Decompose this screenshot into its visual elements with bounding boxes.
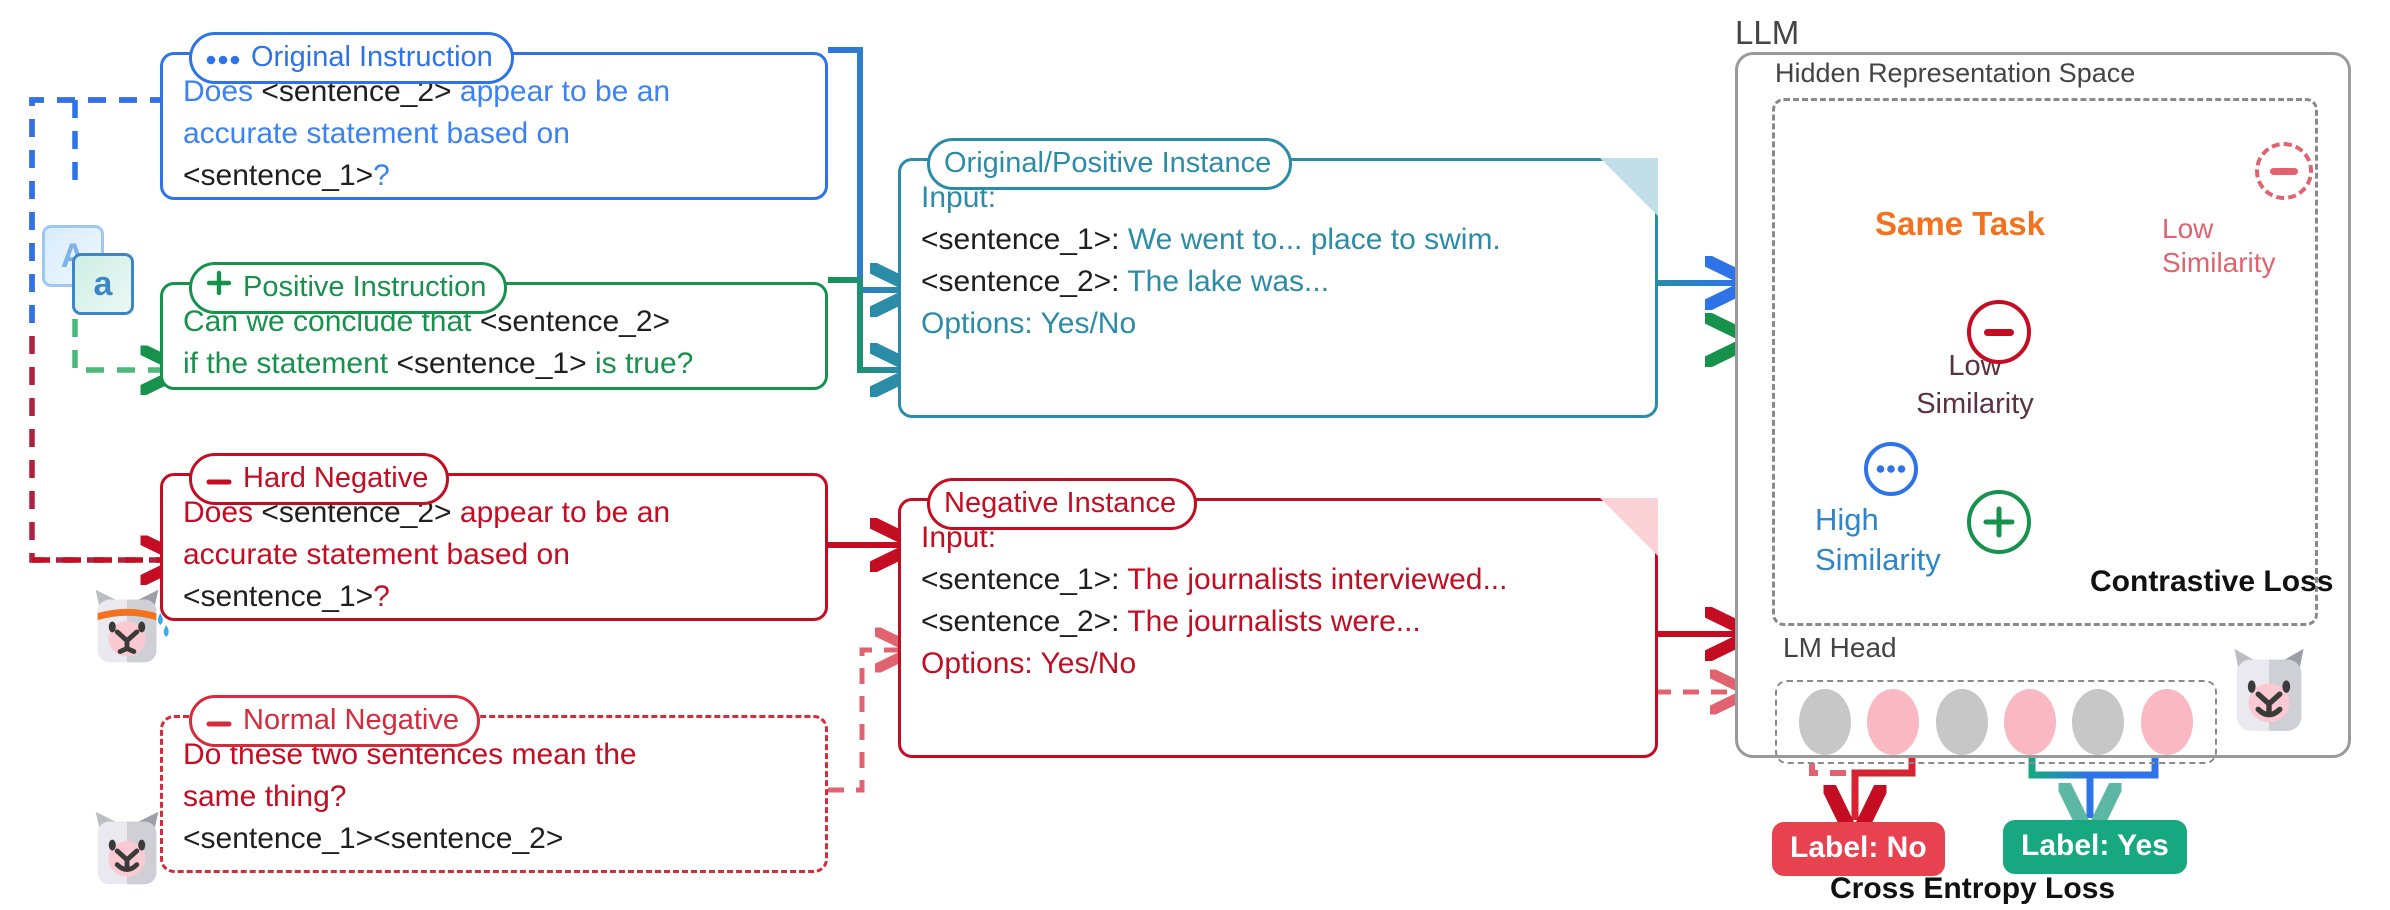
label-no-badge[interactable]: Label: No: [1772, 822, 1945, 876]
low-sim-outer-l2: Similarity: [2162, 247, 2276, 278]
nins-slot-s2: <sentence_2>:: [921, 605, 1120, 638]
arrow-instance-to-llm-blue: [1652, 283, 1735, 290]
hn-line2: accurate statement based on: [183, 538, 570, 571]
label-positive-instruction: Positive Instruction: [243, 271, 487, 303]
node-normal-negative: [2255, 142, 2313, 200]
node-negative: [1967, 300, 2031, 364]
llm-panel: [1735, 52, 2351, 758]
letter-a-lower-icon: a: [72, 253, 134, 315]
minus-icon: [206, 459, 232, 497]
hn-line3b: ?: [373, 580, 390, 613]
text-negative-instance: Input: <sentence_1>: The journalists int…: [901, 501, 1655, 699]
pins-slot-s1: <sentence_1>:: [921, 223, 1120, 256]
contrastive-loss-label: Contrastive Loss: [2090, 565, 2334, 598]
text-positive-instance: Input: <sentence_1>: We went to... place…: [901, 161, 1655, 359]
text-hard-negative: Does <sentence_2> appear to be an accura…: [163, 476, 825, 632]
high-sim-l1: High: [1815, 502, 1879, 537]
lm-head-token-5: [2140, 689, 2193, 755]
high-sim-l2: Similarity: [1815, 542, 1941, 577]
nn-line2: same thing?: [183, 780, 347, 813]
card-title-hard-negative: Hard Negative: [189, 453, 450, 505]
label-negative-instance: Negative Instance: [944, 487, 1177, 519]
card-positive-instance[interactable]: Original/Positive Instance Input: <sente…: [898, 138, 1658, 418]
card-positive-instruction[interactable]: Positive Instruction Can we conclude tha…: [160, 262, 828, 390]
plus-icon: [206, 268, 232, 306]
lm-head-token-0: [1799, 689, 1852, 755]
llama-calm-icon: [95, 811, 159, 885]
llm-title: LLM: [1735, 14, 1800, 51]
card-title-positive-instruction: Positive Instruction: [189, 262, 508, 314]
high-similarity-label: High Similarity: [1815, 500, 1941, 580]
dots-icon: [206, 38, 240, 76]
hidden-representation-space: [1772, 98, 2318, 626]
lm-head-token-3: [2004, 689, 2057, 755]
llama-llm-icon: [2234, 648, 2304, 731]
source-branch-connectors: [29, 97, 168, 560]
pins-options: Options: Yes/No: [921, 307, 1137, 340]
card-title-positive-instance: Original/Positive Instance: [927, 138, 1293, 190]
arrow-positive-to-instance: [828, 277, 900, 370]
minus-icon: [206, 701, 232, 739]
low-similarity-inner-label: Low Similarity: [1895, 347, 2055, 423]
card-title-normal-negative: Normal Negative: [189, 695, 480, 747]
dots-icon: [1876, 465, 1906, 473]
text-positive-instruction: Can we conclude that <sentence_2> if the…: [163, 285, 825, 399]
lm-head-token-2: [1935, 689, 1988, 755]
oi-line3b: ?: [373, 159, 390, 192]
card-title-original-instruction: Original Instruction: [189, 32, 514, 84]
pins-slot-s2: <sentence_2>:: [921, 265, 1120, 298]
card-hard-negative[interactable]: Hard Negative Does <sentence_2> appear t…: [160, 453, 828, 621]
label-positive-instance: Original/Positive Instance: [944, 147, 1272, 179]
pi-line2a: if the statement: [183, 347, 397, 380]
cross-entropy-loss-label: Cross Entropy Loss: [1830, 872, 2116, 905]
label-original-instruction: Original Instruction: [251, 41, 493, 73]
minus-dashed-icon: [2270, 167, 2298, 175]
minus-icon: [1984, 328, 2014, 336]
node-original: [1864, 442, 1918, 496]
node-positive: [1967, 490, 2031, 554]
arrow-original-to-instance: [828, 47, 900, 290]
nn-slot-s1: <sentence_1>: [183, 822, 374, 855]
text-pair-icon: A a: [42, 225, 138, 315]
card-original-instruction[interactable]: Original Instruction Does <sentence_2> a…: [160, 32, 828, 200]
card-negative-instance[interactable]: Negative Instance Input: <sentence_1>: T…: [898, 478, 1658, 758]
pins-text-s2: The lake was...: [1119, 265, 1330, 298]
pi-slot-s1: <sentence_1>: [396, 347, 587, 380]
nins-text-s2: The journalists were...: [1119, 605, 1421, 638]
low-similarity-outer-label: Low Similarity: [2162, 212, 2276, 280]
lm-head-token-1: [1867, 689, 1920, 755]
lm-head-label: LM Head: [1783, 632, 1897, 663]
low-sim-inner-l2: Similarity: [1916, 388, 2034, 420]
arrow-normalneg-to-instance: [828, 650, 900, 793]
llama-worried-icon: [95, 589, 169, 663]
pins-text-s1: We went to... place to swim.: [1119, 223, 1501, 256]
nins-slot-s1: <sentence_1>:: [921, 563, 1120, 596]
page-fold-corner: [1600, 158, 1658, 216]
same-task-label: Same Task: [1875, 205, 2045, 242]
hn-slot-s1: <sentence_1>: [183, 580, 374, 613]
lm-head-box: [1775, 680, 2217, 764]
oi-line2: accurate statement based on: [183, 117, 570, 150]
nn-slot-s2: <sentence_2>: [373, 822, 564, 855]
label-hard-negative: Hard Negative: [243, 462, 429, 494]
pi-slot-s2: <sentence_2>: [479, 305, 671, 338]
hn-line1b: appear to be an: [451, 496, 671, 529]
lm-head-token-4: [2072, 689, 2125, 755]
oi-slot-s1: <sentence_1>: [183, 159, 374, 192]
card-title-negative-instance: Negative Instance: [927, 478, 1198, 530]
nins-options: Options: Yes/No: [921, 647, 1137, 680]
pi-line2b: is true?: [586, 347, 694, 380]
nins-text-s1: The journalists interviewed...: [1119, 563, 1508, 596]
low-sim-outer-l1: Low: [2162, 213, 2214, 244]
label-normal-negative: Normal Negative: [243, 704, 459, 736]
card-normal-negative[interactable]: Normal Negative Do these two sentences m…: [160, 695, 828, 873]
hidden-space-label: Hidden Representation Space: [1775, 58, 2136, 88]
page-fold-corner: [1600, 498, 1658, 556]
label-yes-badge[interactable]: Label: Yes: [2003, 820, 2187, 874]
plus-icon: [1983, 506, 2015, 538]
